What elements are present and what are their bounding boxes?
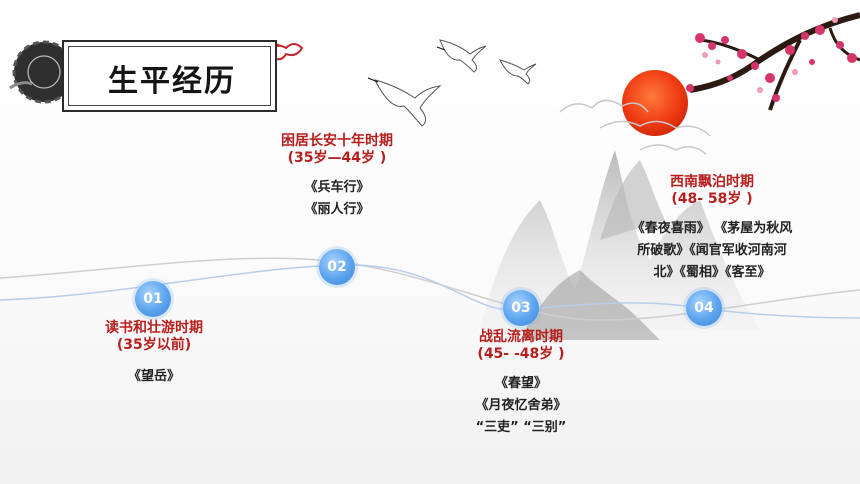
stage-03: 战乱流离时期 (45- -48岁 ) 《春望》 《月夜忆舍弟》 “三吏” “三别… <box>441 329 601 439</box>
stage-works: 《兵车行》 《丽人行》 <box>257 177 417 221</box>
stage-works: 《春望》 《月夜忆舍弟》 “三吏” “三别” <box>441 373 601 439</box>
stage-works: 《春夜喜雨》 《茅屋为秋风 所破歌》《闻官军收河南河 北》《蜀相》《客至》 <box>615 218 809 284</box>
stage-period: 战乱流离时期 <box>479 329 563 345</box>
node-number: 03 <box>511 300 531 316</box>
stage-period: 读书和壮游时期 <box>105 320 203 336</box>
timeline-node-02[interactable]: 02 <box>319 249 355 285</box>
work-item: “三吏” “三别” <box>475 420 567 435</box>
clouds <box>559 99 711 155</box>
flying-cranes <box>367 39 537 127</box>
stage-age: (45- -48岁 ) <box>477 346 565 362</box>
work-item: 《月夜忆舍弟》 <box>475 398 567 413</box>
stage-age: (48- 58岁 ) <box>671 191 753 207</box>
work-item: 《春夜喜雨》 《茅屋为秋风 <box>631 221 793 236</box>
stage-works: 《望岳》 <box>74 366 234 388</box>
work-item: 北》《蜀相》《客至》 <box>653 265 771 280</box>
timeline-node-03[interactable]: 03 <box>503 290 539 326</box>
stage-period: 困居长安十年时期 <box>281 133 393 149</box>
stage-age: (35岁以前) <box>116 337 192 353</box>
section-title-box: 生平经历 <box>62 40 277 112</box>
title-inner-border <box>68 46 271 106</box>
section-title: 生平经历 <box>108 64 236 99</box>
timeline-node-01[interactable]: 01 <box>135 281 171 317</box>
stage-age: (35岁—44岁 ) <box>287 150 387 166</box>
work-item: 《丽人行》 <box>304 202 370 217</box>
stage-02: 困居长安十年时期 (35岁—44岁 ) 《兵车行》 《丽人行》 <box>257 133 417 221</box>
plum-blossom-branch <box>686 12 860 111</box>
node-number: 01 <box>143 291 163 307</box>
timeline-node-04[interactable]: 04 <box>686 290 722 326</box>
work-item: 《春望》 <box>494 376 547 391</box>
stage-04: 西南飘泊时期 (48- 58岁 ) 《春夜喜雨》 《茅屋为秋风 所破歌》《闻官军… <box>615 174 809 284</box>
work-item: 《望岳》 <box>127 369 180 384</box>
work-item: 《兵车行》 <box>304 180 370 195</box>
node-number: 02 <box>327 259 347 275</box>
red-sun <box>622 70 688 136</box>
stage-period: 西南飘泊时期 <box>670 174 754 190</box>
work-item: 所破歌》《闻官军收河南河 <box>637 243 787 258</box>
node-number: 04 <box>694 300 714 316</box>
stage-01: 读书和壮游时期 (35岁以前) 《望岳》 <box>74 320 234 388</box>
